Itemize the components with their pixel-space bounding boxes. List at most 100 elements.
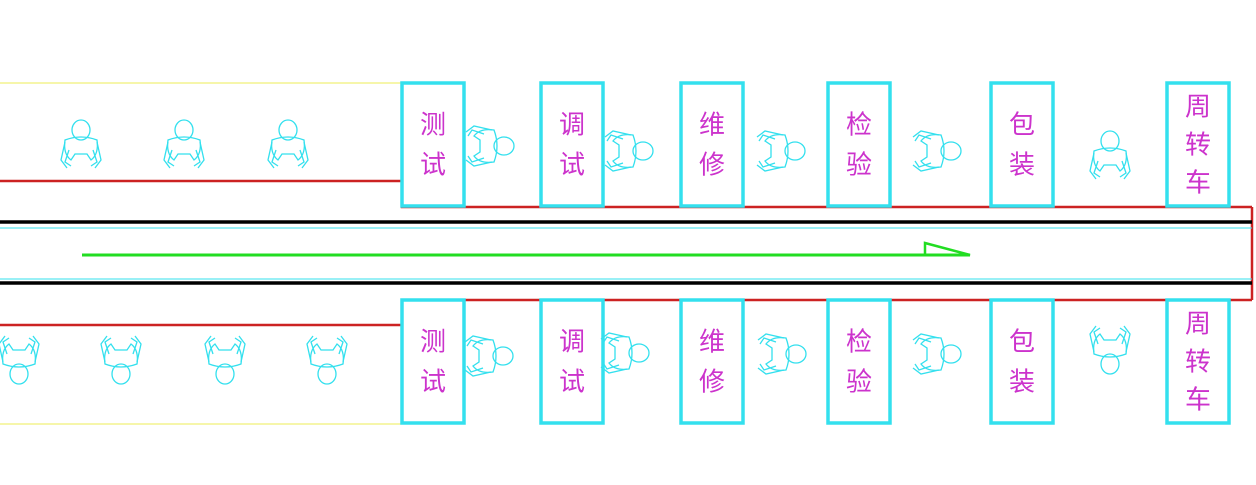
station-box bbox=[539, 81, 605, 208]
worker-arm-left bbox=[600, 332, 628, 340]
worker-station-bottom-1 bbox=[464, 335, 514, 377]
worker-arm-right bbox=[1089, 325, 1097, 353]
station-label-char: 维 bbox=[699, 111, 725, 141]
worker-hand-right bbox=[606, 160, 624, 168]
worker-hand-right bbox=[914, 160, 932, 168]
station-bottom-repair: 维修 bbox=[679, 298, 745, 425]
worker-hand-right bbox=[297, 149, 305, 167]
station-box bbox=[539, 298, 605, 425]
worker-hand-left bbox=[130, 337, 138, 355]
worker-arm-left bbox=[465, 125, 493, 133]
worker-arm-right bbox=[0, 335, 6, 363]
station-bottom-pack: 包装 bbox=[989, 298, 1055, 425]
station-label-char: 车 bbox=[1185, 169, 1211, 199]
station-label-char: 包 bbox=[1009, 328, 1035, 358]
worker-arm-right bbox=[464, 369, 492, 377]
worker-hand-left bbox=[271, 149, 279, 167]
station-label-char: 修 bbox=[699, 368, 725, 398]
worker-arm-right bbox=[306, 335, 314, 363]
worker-arm-right bbox=[600, 366, 628, 374]
worker-station-top-3 bbox=[756, 130, 806, 172]
worker-hand-left bbox=[914, 134, 932, 142]
worker-head bbox=[9, 363, 29, 385]
worker-buffer-top-1 bbox=[60, 119, 102, 169]
worker-station-bottom-5 bbox=[1089, 325, 1131, 375]
worker-arm-left bbox=[912, 130, 940, 138]
worker-hand-left bbox=[64, 149, 72, 167]
worker-hand-left bbox=[234, 337, 242, 355]
station-label-char: 车 bbox=[1185, 386, 1211, 416]
station-label-char: 调 bbox=[559, 328, 585, 358]
worker-buffer-bottom-2 bbox=[100, 335, 142, 385]
worker-head bbox=[215, 363, 235, 385]
worker-arm-left bbox=[340, 335, 348, 363]
station-bottom-inspect: 检验 bbox=[826, 298, 892, 425]
line-boundary bbox=[0, 179, 1254, 327]
station-label-char: 转 bbox=[1185, 348, 1211, 378]
worker-hand-left bbox=[1119, 327, 1127, 345]
worker-station-top-5 bbox=[1089, 130, 1131, 180]
worker-buffer-bottom-1 bbox=[0, 335, 40, 385]
station-label-char: 试 bbox=[559, 151, 585, 181]
station-top-test: 测试 bbox=[400, 81, 466, 208]
station-label-char: 包 bbox=[1009, 111, 1035, 141]
buffer-zone bbox=[0, 82, 402, 425]
worker-hand-right bbox=[466, 365, 484, 373]
station-label-char: 周 bbox=[1185, 93, 1211, 123]
worker-hand-left bbox=[606, 134, 624, 142]
worker-station-top-4 bbox=[912, 130, 962, 172]
worker-arm-right bbox=[912, 164, 940, 172]
worker-head bbox=[628, 343, 650, 363]
worker-buffer-top-3 bbox=[267, 119, 309, 169]
worker-head bbox=[278, 119, 298, 141]
station-label-char: 周 bbox=[1185, 310, 1211, 340]
station-top-pack: 包装 bbox=[989, 81, 1055, 208]
worker-hand-right bbox=[1093, 327, 1101, 345]
worker-arm-right bbox=[465, 159, 493, 167]
station-label-char: 装 bbox=[1009, 368, 1035, 398]
worker-arm-left bbox=[60, 141, 68, 169]
worker-station-top-2 bbox=[604, 130, 654, 172]
worker-hand-right bbox=[759, 363, 777, 371]
worker-head bbox=[1100, 130, 1120, 152]
station-label-char: 转 bbox=[1185, 131, 1211, 161]
station-bottom-debug: 调试 bbox=[539, 298, 605, 425]
worker-arm-right bbox=[1123, 152, 1131, 180]
worker-arm-left bbox=[757, 333, 785, 341]
worker-station-bottom-2 bbox=[600, 332, 650, 374]
station-label-char: 检 bbox=[846, 111, 872, 141]
worker-arm-left bbox=[32, 335, 40, 363]
worker-hand-left bbox=[167, 149, 175, 167]
worker-hand-right bbox=[467, 155, 485, 163]
worker-hand-left bbox=[914, 337, 932, 345]
worker-arm-right bbox=[756, 164, 784, 172]
station-top-inspect: 检验 bbox=[826, 81, 892, 208]
worker-hand-right bbox=[193, 149, 201, 167]
station-label-char: 验 bbox=[846, 151, 872, 181]
worker-head bbox=[492, 346, 514, 366]
worker-arm-left bbox=[464, 335, 492, 343]
worker-arm-left bbox=[1089, 152, 1097, 180]
station-box bbox=[679, 298, 745, 425]
station-box bbox=[400, 298, 466, 425]
worker-head bbox=[785, 344, 807, 364]
worker-arm-right bbox=[204, 335, 212, 363]
station-top-repair: 维修 bbox=[679, 81, 745, 208]
station-box bbox=[400, 81, 466, 208]
worker-hand-left bbox=[28, 337, 36, 355]
station-label-char: 维 bbox=[699, 328, 725, 358]
worker-arm-right bbox=[757, 367, 785, 375]
worker-head bbox=[632, 141, 654, 161]
station-label-char: 测 bbox=[420, 111, 446, 141]
worker-buffer-bottom-3 bbox=[204, 335, 246, 385]
line-boundary-top bbox=[0, 179, 1252, 209]
worker-hand-left bbox=[466, 339, 484, 347]
station-box bbox=[826, 298, 892, 425]
worker-arm-left bbox=[163, 141, 171, 169]
worker-arm-left bbox=[1123, 325, 1131, 353]
station-top-cart: 周转车 bbox=[1165, 81, 1231, 208]
station-label-char: 试 bbox=[559, 368, 585, 398]
worker-station-bottom-3 bbox=[757, 333, 807, 375]
